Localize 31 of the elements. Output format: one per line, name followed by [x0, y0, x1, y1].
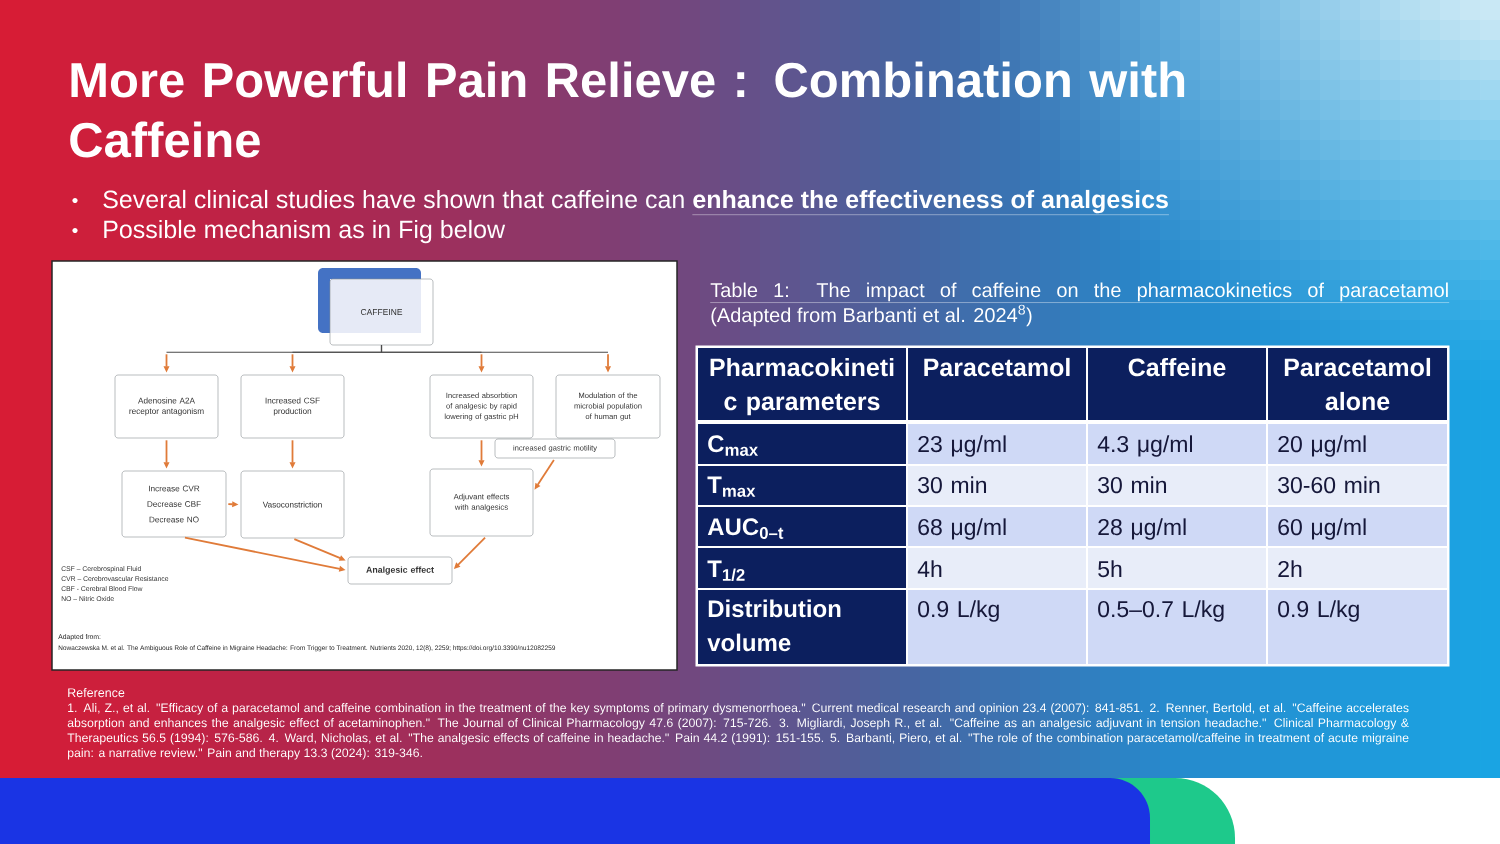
- table-header-cell: Caffeine: [1088, 348, 1266, 420]
- table-cell: 4.3 μg/ml: [1088, 424, 1266, 464]
- slide-title: More Powerful Pain Relieve : Combination with Caffeine: [70, 61, 1185, 158]
- table-cell: 5h: [1088, 548, 1266, 588]
- table-cell: 30 min: [1088, 466, 1266, 505]
- table-cell: 0.9 L/kg: [1268, 590, 1447, 664]
- table-row-header: T$_{1/2}$: [698, 548, 906, 588]
- table-cell: 4h: [908, 548, 1086, 588]
- table-header-cell: Paracetamol: [908, 348, 1086, 420]
- table-caption: (Adapted from Barbanti et al. 2024$^{8}$): [711, 304, 1032, 327]
- table-cell: 60 μg/ml: [1268, 507, 1447, 546]
- table-header-cell: Paracetamol alone: [1268, 348, 1447, 420]
- table-cell: 0.5–0.7 L/kg: [1088, 590, 1266, 664]
- table-caption: Table 1: The impact of caffeine on the pharmacokinetics of paracetamol: [710, 282, 1450, 303]
- table-row-header: C$_{max}$: [698, 424, 906, 464]
- table-cell: 68 μg/ml: [908, 507, 1086, 546]
- table-cell: 28 μg/ml: [1088, 507, 1266, 546]
- table-row-header: Distribution volume: [698, 590, 906, 664]
- table-cell: 20 μg/ml: [1268, 424, 1447, 464]
- table-row-header: T$_{max}$: [698, 466, 906, 505]
- reference-heading: Reference: [68, 687, 125, 698]
- table-cell: 30 min: [908, 466, 1086, 505]
- table-cell: 0.9 L/kg: [908, 590, 1086, 664]
- table-cell: 30-60 min: [1268, 466, 1447, 505]
- bullet-text: Possible mechanism as in Fig below: [104, 219, 506, 244]
- bullet-text: Several clinical studies have shown that caffeine can enhance the effectiveness of analgesics: [103, 189, 1170, 215]
- table-header-cell: Pharmacokineti c parameters: [698, 348, 906, 420]
- table-row-header: AUC$_{0–t}$: [698, 507, 906, 546]
- table-cell: 2h: [1268, 548, 1447, 588]
- table-cell: 23 μg/ml: [908, 424, 1086, 464]
- reference-text: 1. Ali, Z., et al. "Efficacy of a paracetamol and caffeine combination in the treatment of the key symptoms of primary dysmenorrhoea." Current medical research and opinion 23.4 (2007): 841-851. 2. Renner, Bertold, et al. "Caffeine accelerates absorption and enhances the analgesic effect of acetaminophen." The Journal of Clinical Pharmacology 47.6 (2007): 715-726. 3. Migliardi, Joseph R., et al. "Caffeine as an analgesic adjuvant in tension headache." Clinical Pharmacology & Therapeutics 56.5 (1994): 576-586. 4. Ward, Nicholas, et al. "The analgesic effects of caffeine in headache." Pain 44.2 (1991): 151-155. 5. Barbanti, Piero, et al. "The role of the combination paracetamol/caffeine in treatment of acute migraine pain: a narrative review." Pain and therapy 13.3 (2024): 319-346.: [67, 703, 1409, 760]
